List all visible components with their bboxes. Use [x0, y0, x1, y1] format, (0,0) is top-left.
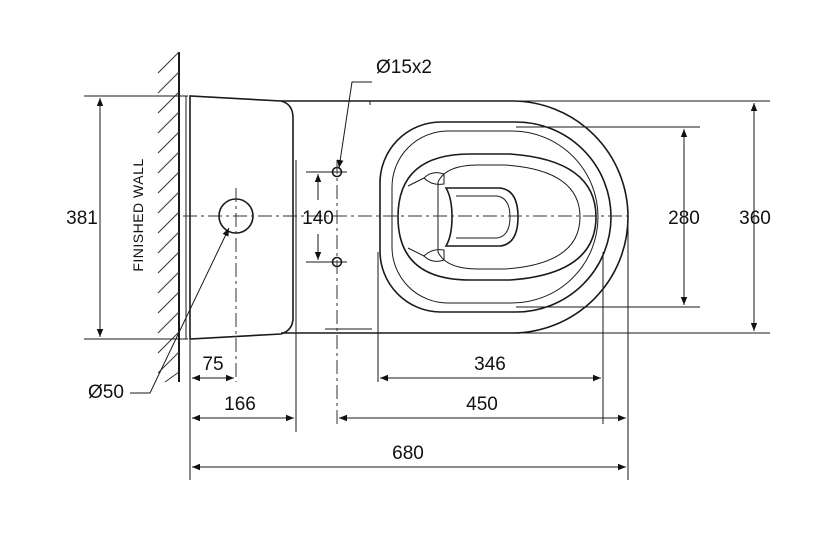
wall-hatching [157, 51, 180, 383]
extension-lines [84, 95, 770, 480]
cistern-outline [189, 95, 294, 340]
label-wall-to-waste: 75 [202, 354, 223, 375]
leader-fixing-holes [337, 81, 372, 169]
label-bowl-width: 280 [668, 208, 700, 229]
finished-wall-label: FINISHED WALL [130, 158, 146, 271]
label-waste-diameter: Ø50 [88, 382, 124, 403]
label-hole-spacing: 140 [302, 208, 334, 229]
bowl-inner-contour [437, 164, 581, 270]
toilet-outline [185, 95, 629, 340]
label-overall-width: 360 [739, 208, 771, 229]
trap-outlet [444, 187, 519, 247]
label-fixing-holes: Ø15x2 [376, 57, 432, 78]
label-cistern-width: 381 [66, 208, 98, 229]
label-pan-length: 450 [466, 394, 498, 415]
label-wall-to-holes: 166 [224, 394, 256, 415]
leader-waste [130, 227, 230, 394]
dimension-labels: 381 360 280 140 Ø15x2 75 346 Ø50 166 450… [66, 57, 771, 464]
finished-wall: FINISHED WALL [130, 51, 180, 383]
bowl-rim-outer [379, 121, 612, 313]
bowl-rim-inner [391, 130, 599, 304]
center-lines [183, 160, 628, 424]
label-overall-length: 680 [392, 443, 424, 464]
dimension-lines [96, 81, 758, 471]
bowl-well [397, 153, 597, 281]
label-bowl-length: 346 [474, 354, 506, 375]
